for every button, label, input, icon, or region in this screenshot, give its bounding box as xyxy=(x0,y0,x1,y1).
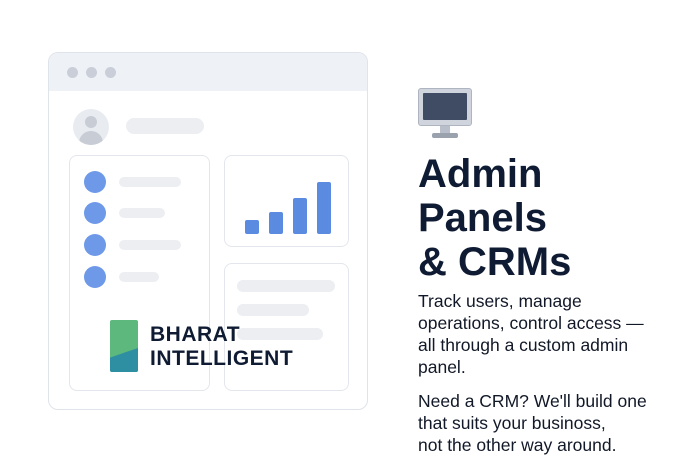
chart-bar xyxy=(317,182,331,234)
list-bullet-icon xyxy=(84,171,106,193)
description-line: Track users, manage xyxy=(418,291,582,311)
title-line: & CRMs xyxy=(418,240,572,284)
text-lines-panel xyxy=(224,263,349,391)
header-placeholder-bar xyxy=(126,118,204,134)
logo-mark-icon xyxy=(110,320,138,372)
description-line: Need a CRM? We'll build one xyxy=(418,391,647,411)
list-placeholder-bar xyxy=(119,208,165,218)
description-line: all through a custom admin xyxy=(418,335,629,355)
chart-bar xyxy=(293,198,307,234)
desktop-monitor-icon xyxy=(418,88,474,140)
window-dot-icon xyxy=(86,67,97,78)
title-line: Panels xyxy=(418,196,547,240)
list-bullet-icon xyxy=(84,202,106,224)
bar-chart-panel xyxy=(224,155,349,247)
page-title: Admin Panels & CRMs xyxy=(418,152,678,284)
text-placeholder-bar xyxy=(237,304,309,316)
list-bullet-icon xyxy=(84,234,106,256)
window-dot-icon xyxy=(67,67,78,78)
bharat-intelligent-logo: BHARAT INTELLIGENT xyxy=(110,320,310,376)
logo-line-2: INTELLIGENT xyxy=(150,347,294,370)
text-placeholder-bar xyxy=(237,328,323,340)
window-dot-icon xyxy=(105,67,116,78)
description-line: operations, control access — xyxy=(418,313,644,333)
user-avatar-icon xyxy=(73,109,109,145)
chart-bar xyxy=(245,220,259,234)
list-placeholder-bar xyxy=(119,272,159,282)
description-line: panel. xyxy=(418,357,466,377)
description-paragraph-2: Need a CRM? We'll build one that suits y… xyxy=(418,390,680,456)
description-paragraph-1: Track users, manage operations, control … xyxy=(418,290,680,378)
list-bullet-icon xyxy=(84,266,106,288)
admin-window-mockup xyxy=(48,52,368,410)
chart-bar xyxy=(269,212,283,234)
title-line: Admin xyxy=(418,152,543,196)
text-placeholder-bar xyxy=(237,280,335,292)
description-line: that suits your businoss, xyxy=(418,413,606,433)
user-list-panel xyxy=(69,155,210,391)
window-titlebar xyxy=(49,53,367,91)
description-line: not the other way around. xyxy=(418,435,617,455)
list-placeholder-bar xyxy=(119,177,181,187)
logo-line-1: BHARAT xyxy=(150,323,241,346)
list-placeholder-bar xyxy=(119,240,181,250)
